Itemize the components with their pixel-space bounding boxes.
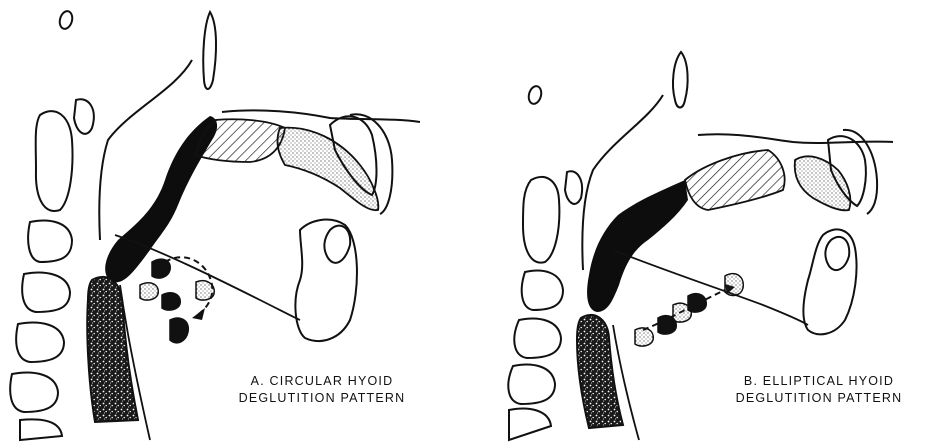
uvula-outline bbox=[203, 12, 216, 89]
caption-a-line2: DEGLUTITION PATTERN bbox=[222, 390, 422, 407]
tongue-stippled bbox=[795, 156, 851, 210]
skull-marker bbox=[58, 10, 74, 30]
lower-teeth bbox=[825, 237, 849, 270]
panel-b-elliptical: B. ELLIPTICAL HYOID DEGLUTITION PATTERN bbox=[463, 0, 926, 442]
larynx-speckled bbox=[577, 315, 623, 428]
bolus-pharynx bbox=[587, 180, 688, 312]
tongue-stippled bbox=[277, 128, 378, 211]
caption-a: A. CIRCULAR HYOID DEGLUTITION PATTERN bbox=[222, 373, 422, 407]
caption-b-line1: B. ELLIPTICAL HYOID bbox=[715, 373, 923, 390]
tongue-hatched bbox=[195, 119, 285, 162]
skull-marker bbox=[527, 85, 543, 105]
posterior-pharyngeal-wall bbox=[99, 60, 192, 240]
lower-teeth bbox=[324, 226, 350, 263]
uvula-outline bbox=[673, 52, 688, 108]
tongue-hatched bbox=[685, 150, 785, 210]
floor-of-mouth bbox=[613, 250, 808, 325]
cervical-vertebrae bbox=[10, 99, 94, 440]
cervical-vertebrae bbox=[508, 171, 582, 440]
hyoid-positions bbox=[635, 274, 743, 346]
arrow-head-icon bbox=[192, 308, 205, 320]
caption-a-line1: A. CIRCULAR HYOID bbox=[222, 373, 422, 390]
caption-b: B. ELLIPTICAL HYOID DEGLUTITION PATTERN bbox=[715, 373, 923, 407]
panel-a-circular: A. CIRCULAR HYOID DEGLUTITION PATTERN bbox=[0, 0, 463, 442]
caption-b-line2: DEGLUTITION PATTERN bbox=[715, 390, 923, 407]
